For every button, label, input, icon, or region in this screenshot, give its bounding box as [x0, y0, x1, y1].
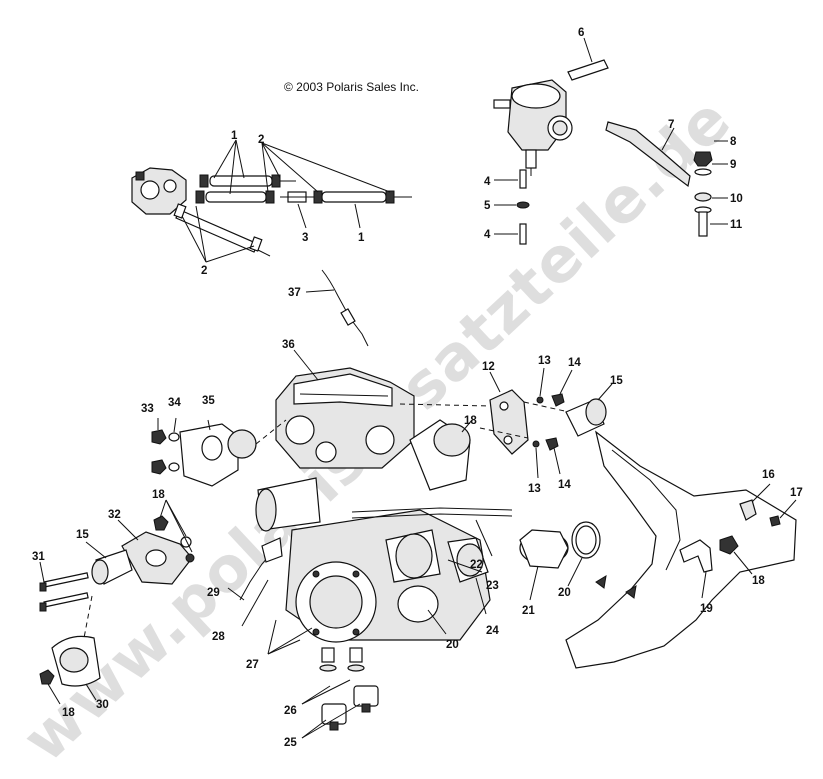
callout-14-bottom: 14 [558, 479, 571, 491]
callout-2-bottom: 2 [201, 265, 207, 277]
callout-4-bottom: 4 [484, 229, 491, 241]
callout-4-top: 4 [484, 176, 491, 188]
thermostat-housing [151, 417, 287, 487]
callout-31: 31 [32, 551, 45, 563]
callout-30: 30 [96, 699, 109, 711]
frame-section [519, 430, 797, 669]
callout-7: 7 [668, 119, 674, 131]
callout-17: 17 [790, 487, 803, 499]
callout-18-frame: 18 [752, 575, 765, 587]
callout-37: 37 [288, 287, 301, 299]
callout-13-bottom: 13 [528, 483, 541, 495]
callout-24: 24 [486, 625, 499, 637]
callout-1-bottom: 1 [358, 232, 365, 244]
callout-32: 32 [108, 509, 121, 521]
callout-13-top: 13 [538, 355, 551, 367]
callout-35: 35 [202, 395, 215, 407]
throttle-cable [305, 269, 369, 347]
sensor-bracket-group [39, 499, 195, 705]
callout-28: 28 [212, 631, 225, 643]
callout-34: 34 [168, 397, 181, 409]
callout-25: 25 [284, 737, 297, 749]
callout-8: 8 [730, 136, 737, 148]
callout-19: 19 [700, 603, 713, 615]
callout-5: 5 [484, 200, 491, 212]
callout-15-left: 15 [76, 529, 89, 541]
callout-18-engine: 18 [464, 415, 477, 427]
callout-16: 16 [762, 469, 775, 481]
callout-18-bottom: 18 [62, 707, 75, 719]
callout-2-top: 2 [258, 134, 264, 146]
callout-14-top: 14 [568, 357, 581, 369]
engine-block [227, 349, 513, 739]
callout-1-top: 1 [231, 130, 238, 142]
callout-20-engine: 20 [446, 639, 459, 651]
callout-12: 12 [482, 361, 495, 373]
callout-23: 23 [486, 580, 499, 592]
callout-10: 10 [730, 193, 743, 205]
callout-21: 21 [522, 605, 535, 617]
callout-18-left: 18 [152, 489, 165, 501]
carburetor-assembly [493, 37, 728, 245]
callout-22: 22 [470, 559, 483, 571]
callout-29: 29 [207, 587, 220, 599]
copyright-text: © 2003 Polaris Sales Inc. [284, 80, 419, 94]
callout-27: 27 [246, 659, 259, 671]
right-sensor-bracket [399, 367, 613, 479]
callout-9: 9 [730, 159, 736, 171]
callout-20-frame: 20 [558, 587, 571, 599]
fuel-pump-assembly [131, 139, 412, 263]
callout-33: 33 [141, 403, 154, 415]
callout-11: 11 [730, 219, 743, 231]
callout-26: 26 [284, 705, 297, 717]
callout-6: 6 [578, 27, 584, 39]
callout-36: 36 [282, 339, 295, 351]
callout-3: 3 [302, 232, 308, 244]
callout-15-right: 15 [610, 375, 623, 387]
